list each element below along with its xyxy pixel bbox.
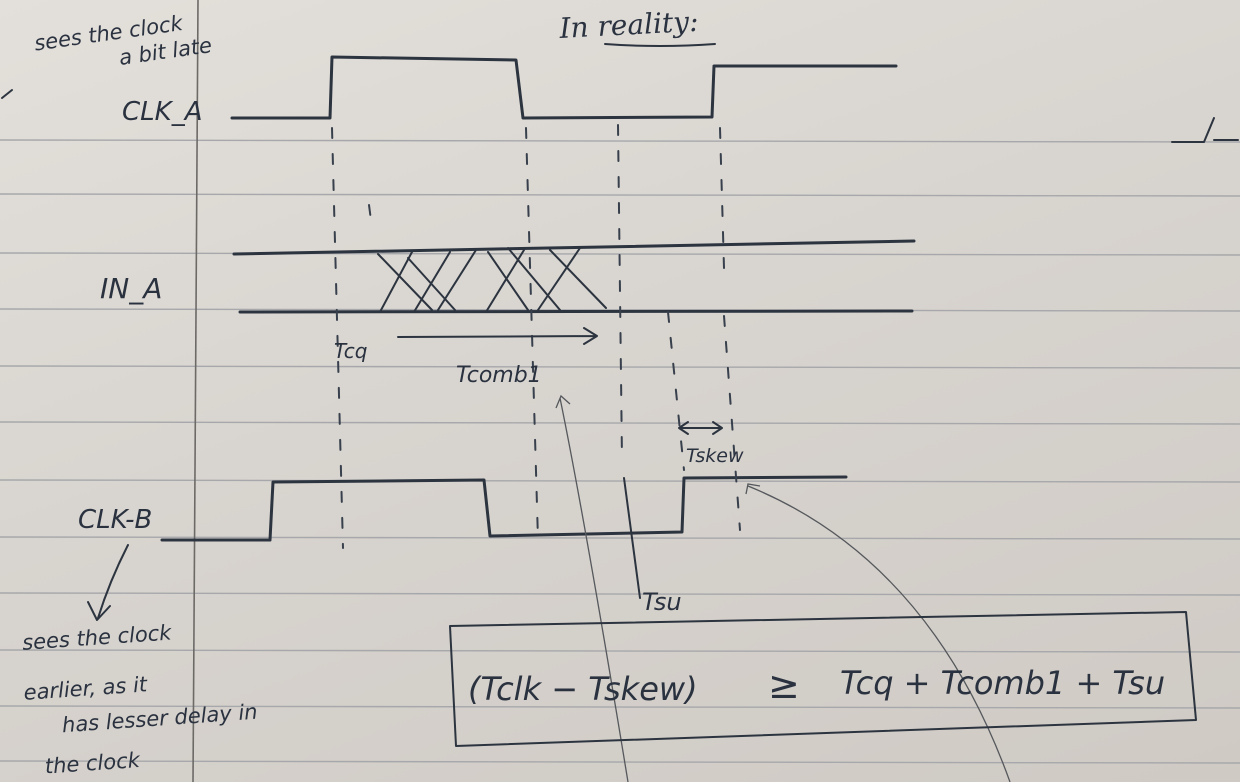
clk-b-note: sees the clock earlier, as it has lesser… [21, 620, 258, 779]
heading-underline [604, 43, 716, 47]
tcomb-pointer-line [555, 394, 629, 782]
equation-operator: ≥ [768, 663, 800, 707]
data-settle-guide [617, 124, 623, 461]
margin-line [192, 0, 199, 782]
tcomb-arrow [397, 327, 598, 345]
clk-a-fall-guide [525, 127, 539, 541]
clk-b-note-line-3: has lesser delay in [61, 700, 258, 738]
equation-rhs: Tcq + Tcomb1 + Tsu [840, 664, 1165, 702]
clk-b-note-line-2: earlier, as it [23, 672, 149, 705]
clk-a-skew-guide [723, 315, 741, 531]
clk-b-label: CLK-B [78, 505, 152, 535]
tskew-label: Tskew [686, 445, 744, 467]
clk-b-skew-guide [667, 311, 685, 471]
clk-b-waveform [160, 475, 848, 542]
clk-a-waveform [230, 55, 898, 120]
tsu-marker [623, 477, 641, 599]
left-edge-mark [1, 89, 13, 99]
in-a-label: IN_A [100, 272, 162, 305]
clk-b-note-line-4: the clock [44, 748, 141, 779]
in-a-waveform [232, 239, 916, 314]
margin-mark [1171, 117, 1239, 143]
equation-box: (Tclk − Tskew) ≥ Tcq + Tcomb1 + Tsu [449, 611, 1197, 747]
tskew-pointer-line [745, 483, 1011, 782]
heading-text: In reality: [558, 5, 700, 45]
clk-a-note: sees the clock a bit late [33, 11, 214, 70]
equation-lhs: (Tclk − Tskew) [468, 670, 698, 708]
clk-b-note-arrow [87, 544, 129, 621]
tskew-arrow [678, 421, 723, 435]
clk-a-label: CLK_A [122, 97, 202, 127]
clk-b-fall-guide [368, 204, 373, 229]
tcq-label: Tcq [334, 339, 367, 363]
tcomb-label: Tcomb1 [456, 363, 542, 388]
clk-a-next-rise-guide [719, 127, 725, 269]
tsu-label: Tsu [642, 588, 682, 616]
clk-a-rise-guide [331, 127, 344, 549]
